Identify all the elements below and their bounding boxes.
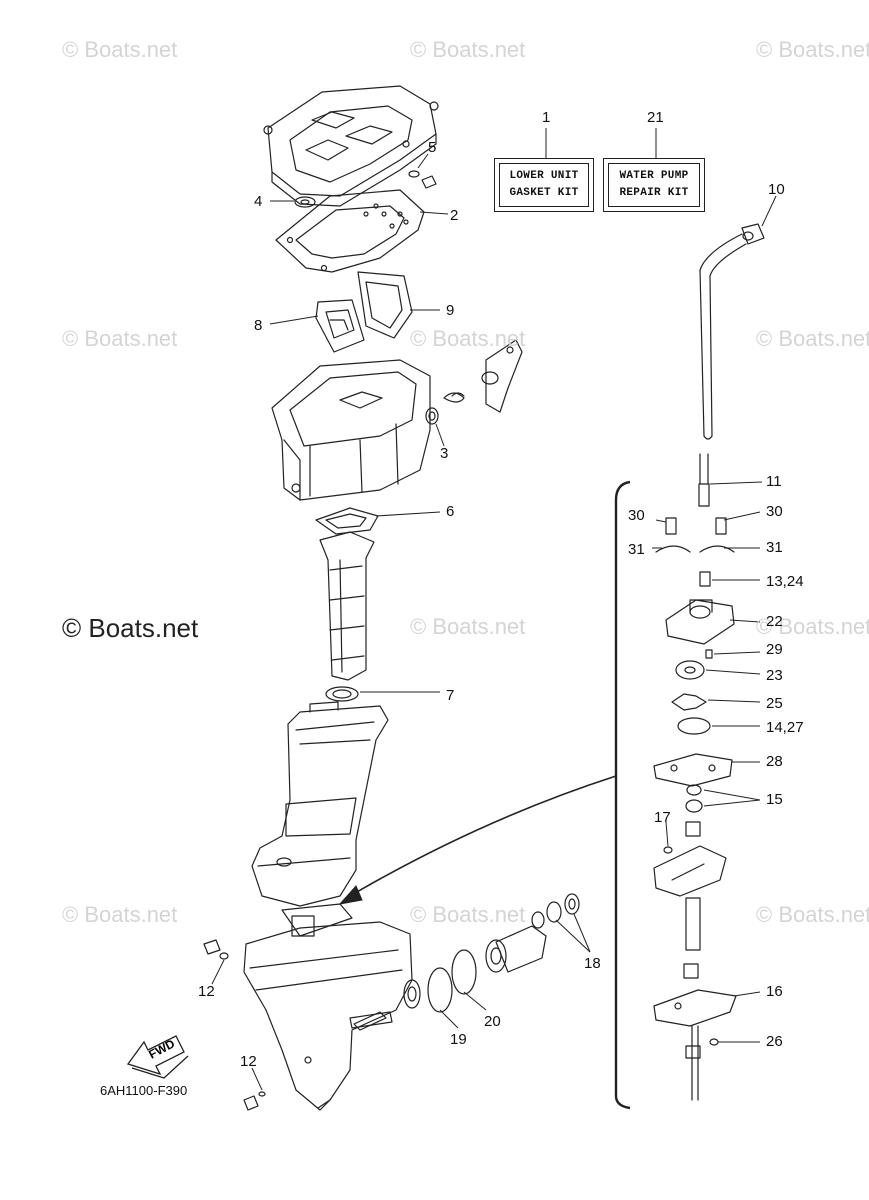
callout-29[interactable]: 29	[766, 641, 783, 658]
upper-cover-part	[263, 85, 439, 207]
watermark: © Boats.net	[62, 326, 178, 351]
callout-25[interactable]: 25	[766, 695, 783, 712]
propeller-shaft-part	[353, 1011, 387, 1031]
callout-14-27[interactable]: 14,27	[766, 719, 804, 736]
bolt-12-lower-part	[243, 1091, 266, 1111]
shaft-housing-part	[485, 925, 547, 973]
gasket-9-part	[357, 271, 413, 339]
diagram-code: 6AH1100-F390	[100, 1083, 188, 1098]
callout-1[interactable]: 1	[542, 109, 551, 126]
main-watermark: © Boats.net	[62, 613, 199, 643]
callout-17[interactable]: 17	[654, 809, 671, 826]
bolt-5-part	[408, 170, 437, 189]
callout-20[interactable]: 20	[484, 1013, 501, 1030]
callout-31-right[interactable]: 31	[766, 539, 783, 556]
watermark: © Boats.net	[756, 902, 869, 927]
callout-22[interactable]: 22	[766, 613, 783, 630]
kit-label-line: GASKET KIT	[509, 187, 579, 199]
kit-label-line: WATER PUMP	[619, 170, 689, 182]
callout-7[interactable]: 7	[446, 687, 455, 704]
callout-30-left[interactable]: 30	[628, 507, 645, 524]
callout-12-upper[interactable]: 12	[198, 983, 215, 1000]
o-ring-20-part	[451, 949, 477, 995]
callout-15[interactable]: 15	[766, 791, 783, 808]
seal-3-part	[425, 392, 465, 425]
exhaust-pipe-part	[319, 531, 375, 681]
callout-18[interactable]: 18	[584, 955, 601, 972]
callout-16[interactable]: 16	[766, 983, 783, 1000]
watermark: © Boats.net	[756, 614, 869, 639]
callout-9[interactable]: 9	[446, 302, 455, 319]
seal-7-part	[325, 686, 359, 702]
assembly-arrow	[338, 775, 617, 905]
oil-pan-part	[271, 359, 431, 501]
fwd-arrow-icon	[126, 1035, 189, 1079]
seal-4-part	[294, 196, 316, 208]
kit-label-line: LOWER UNIT	[509, 170, 579, 182]
seals-18-part	[531, 893, 580, 929]
callout-6[interactable]: 6	[446, 503, 455, 520]
bearing-19-part	[403, 979, 421, 1009]
callout-19[interactable]: 19	[450, 1031, 467, 1048]
watermark: © Boats.net	[62, 37, 178, 62]
holder-part	[481, 339, 523, 413]
drive-shaft-housing-part	[251, 701, 389, 907]
watermark: © Boats.net	[410, 326, 526, 351]
kit-label-line: REPAIR KIT	[619, 187, 689, 199]
callout-30-right[interactable]: 30	[766, 503, 783, 520]
water-pump-repair-kit-box: WATER PUMP REPAIR KIT	[603, 158, 705, 212]
callout-5[interactable]: 5	[428, 139, 437, 156]
watermark: © Boats.net	[756, 37, 869, 62]
callout-10[interactable]: 10	[768, 181, 785, 198]
watermark: © Boats.net	[62, 902, 178, 927]
watermark: © Boats.net	[410, 37, 526, 62]
lower-unit-gasket-kit-box: LOWER UNIT GASKET KIT	[494, 158, 594, 212]
callout-31-left[interactable]: 31	[628, 541, 645, 558]
plate-8-part	[315, 299, 365, 353]
watermark: © Boats.net	[756, 326, 869, 351]
callout-13-24[interactable]: 13,24	[766, 573, 804, 590]
callout-28[interactable]: 28	[766, 753, 783, 770]
water-pump-group	[653, 453, 737, 1101]
gasket-6-part	[315, 507, 379, 535]
lower-case-part	[243, 903, 413, 1111]
callout-12-lower[interactable]: 12	[240, 1053, 257, 1070]
callout-2[interactable]: 2	[450, 207, 459, 224]
callout-8[interactable]: 8	[254, 317, 263, 334]
pump-group-bracket	[614, 480, 631, 1110]
watermark: © Boats.net	[410, 614, 526, 639]
callout-11[interactable]: 11	[766, 473, 782, 490]
callout-3[interactable]: 3	[440, 445, 449, 462]
bolt-12-upper-part	[203, 939, 229, 960]
callout-21[interactable]: 21	[647, 109, 664, 126]
callout-4[interactable]: 4	[254, 193, 263, 210]
o-ring-19-part	[427, 967, 453, 1013]
watermark: © Boats.net	[410, 902, 526, 927]
gasket-2-part	[275, 189, 425, 273]
callout-23[interactable]: 23	[766, 667, 783, 684]
water-tube-part	[699, 223, 765, 440]
callout-26[interactable]: 26	[766, 1033, 783, 1050]
